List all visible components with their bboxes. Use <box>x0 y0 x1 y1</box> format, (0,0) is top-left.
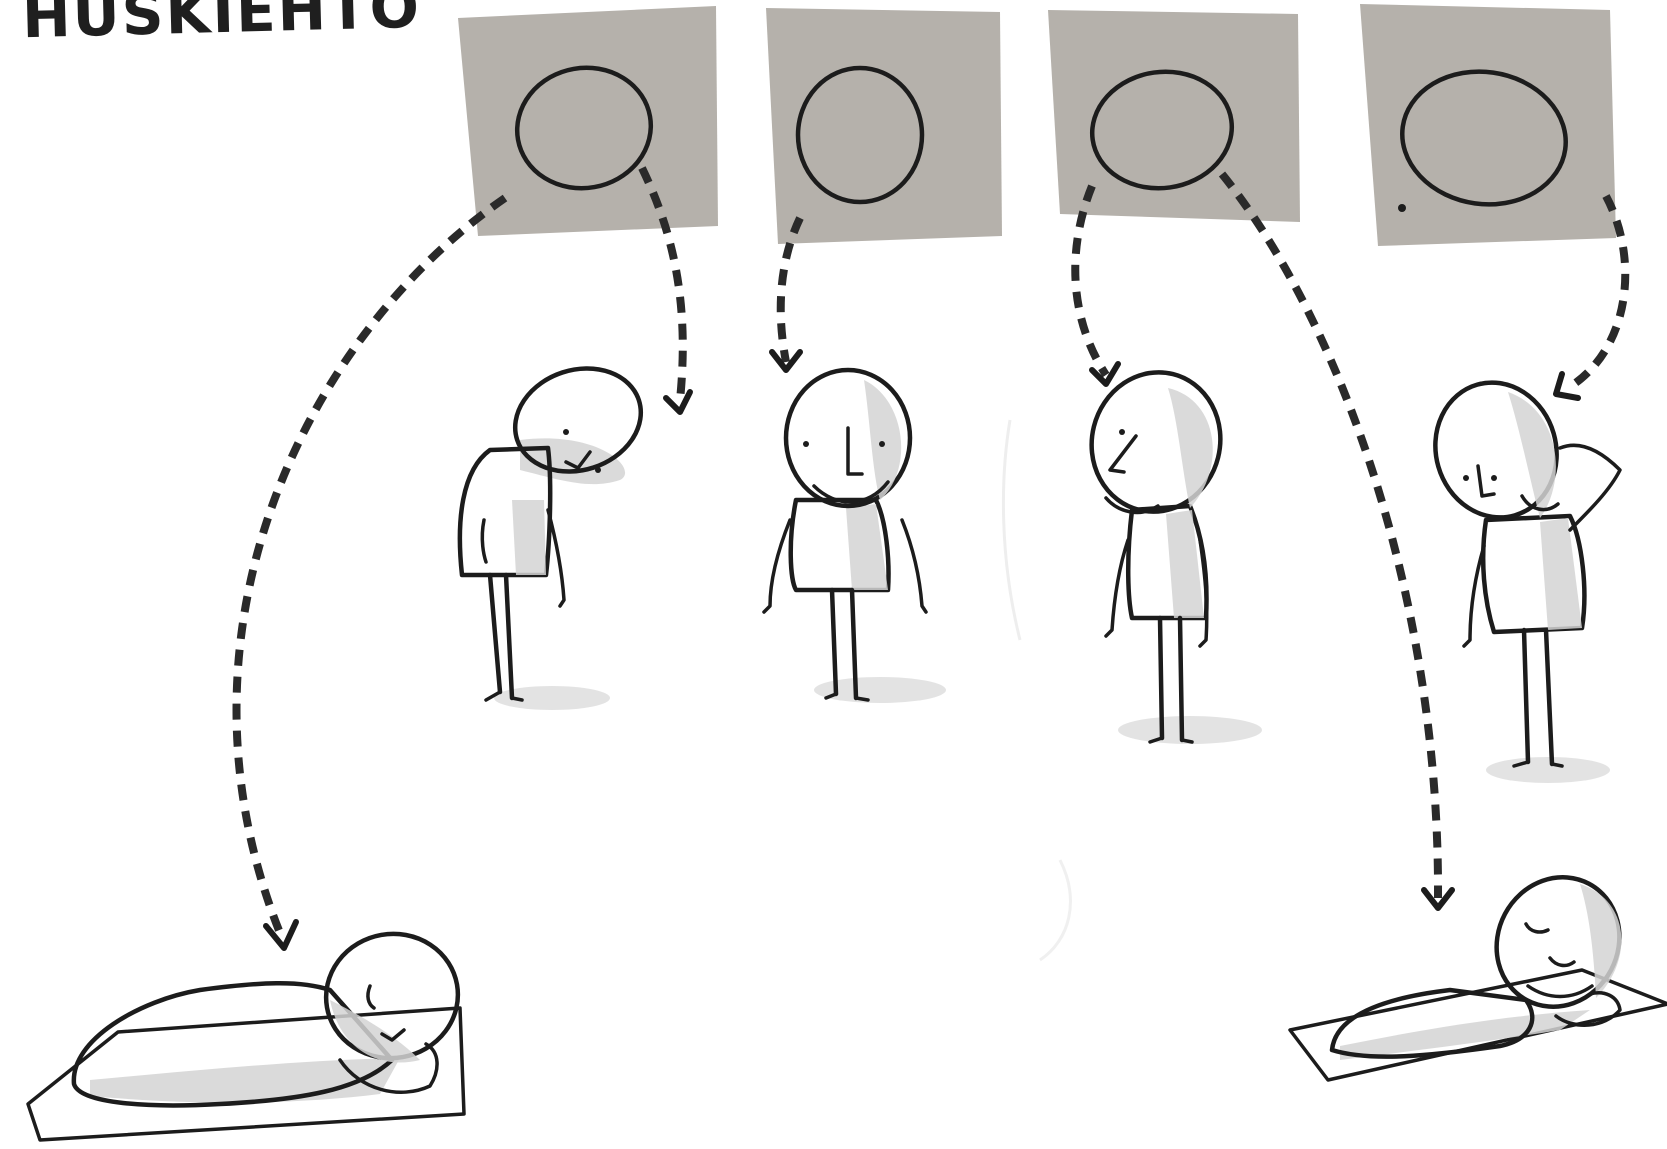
panel-2 <box>766 8 1002 244</box>
figure-5 <box>28 923 468 1140</box>
arrow-panel3-to-figure6 <box>1222 174 1452 908</box>
panel-4 <box>1360 4 1616 246</box>
figure-3 <box>1077 359 1262 744</box>
figure-2 <box>764 370 946 703</box>
figure-1 <box>460 353 654 710</box>
figure-6 <box>1290 856 1667 1080</box>
panel-3 <box>1048 10 1300 222</box>
figure-4 <box>1420 368 1620 783</box>
